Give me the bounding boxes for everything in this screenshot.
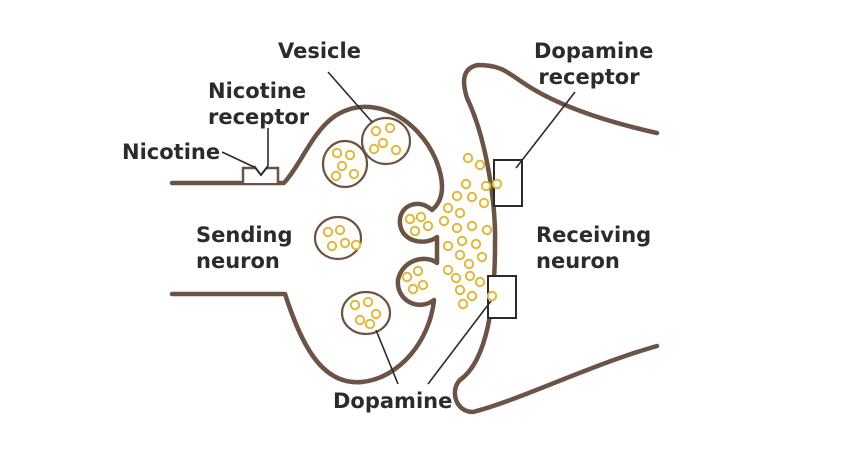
dopamine-molecule xyxy=(491,178,503,190)
label-sending-neuron-line2: neuron xyxy=(196,249,280,273)
dopamine-molecule xyxy=(463,258,475,270)
dopamine-molecule xyxy=(384,122,396,134)
label-receiving-neuron: Receiving neuron xyxy=(536,222,651,274)
dopamine-molecule xyxy=(339,237,351,249)
label-sending-neuron: Sending neuron xyxy=(196,222,293,274)
dopamine-molecule xyxy=(417,279,429,291)
dopamine-molecule xyxy=(470,238,482,250)
dopamine-molecule xyxy=(454,207,466,219)
label-dopamine-receptor-line2: receptor xyxy=(538,65,640,89)
label-vesicle: Vesicle xyxy=(278,39,361,63)
dopamine-molecule xyxy=(370,308,382,320)
dopamine-molecule xyxy=(362,296,374,308)
label-receiving-neuron-line2: neuron xyxy=(536,249,620,273)
dopamine-molecule xyxy=(481,224,493,236)
dopamine-molecule xyxy=(349,299,361,311)
dopamine-molecule xyxy=(326,240,338,252)
dopamine-molecule xyxy=(412,265,424,277)
dopamine-molecule xyxy=(377,137,389,149)
leader-dopamine-receptor xyxy=(515,91,576,169)
dopamine-molecule xyxy=(480,180,492,192)
dopamine-molecule xyxy=(451,222,463,234)
dopamine-molecule xyxy=(466,290,478,302)
dopamine-molecule xyxy=(466,220,478,232)
sending-neuron-membrane xyxy=(169,104,445,385)
dopamine-molecule xyxy=(450,272,462,284)
vesicle-1 xyxy=(360,116,412,166)
dopamine-molecule xyxy=(454,284,466,296)
leader-vesicle xyxy=(327,71,373,123)
label-dopamine: Dopamine xyxy=(333,389,453,413)
dopamine-molecule xyxy=(486,290,498,302)
dopamine-molecule xyxy=(422,220,434,232)
dopamine-molecule xyxy=(478,197,490,209)
nicotine-receptor xyxy=(241,165,280,183)
dopamine-molecule xyxy=(476,251,488,263)
dopamine-molecule xyxy=(474,276,486,288)
dopamine-molecule xyxy=(407,283,419,295)
label-nicotine: Nicotine xyxy=(122,140,221,164)
dopamine-molecule xyxy=(462,152,474,164)
vesicle-3 xyxy=(313,215,363,261)
label-sending-neuron-line1: Sending xyxy=(196,223,293,247)
dopamine-molecule xyxy=(409,225,421,237)
dopamine-molecule xyxy=(336,160,348,172)
nicotine-molecule xyxy=(253,165,269,177)
leader-nicotine xyxy=(221,151,255,168)
vesicle-4 xyxy=(340,290,392,336)
label-nicotine-receptor-line1: Nicotine xyxy=(208,79,307,103)
dopamine-molecule xyxy=(368,143,380,155)
dopamine-molecule xyxy=(344,149,356,161)
vesicle-2 xyxy=(321,139,369,189)
label-dopamine-receptor-line1: Dopamine xyxy=(534,39,654,63)
receiving-neuron-membrane xyxy=(452,62,660,415)
leader-dopamine-left xyxy=(375,329,399,385)
dopamine-molecule xyxy=(415,211,427,223)
dopamine-molecule xyxy=(454,249,466,261)
dopamine-molecule xyxy=(401,271,413,283)
label-nicotine-receptor-line2: receptor xyxy=(208,105,310,129)
dopamine-molecule xyxy=(451,190,463,202)
dopamine-molecule xyxy=(456,235,468,247)
dopamine-molecule xyxy=(474,159,486,171)
dopamine-molecule xyxy=(364,318,376,330)
label-nicotine-receptor: Nicotine receptor xyxy=(208,78,309,130)
leader-dopamine-right xyxy=(427,296,495,385)
dopamine-molecule xyxy=(442,202,454,214)
dopamine-molecule xyxy=(354,314,366,326)
dopamine-molecule xyxy=(330,170,342,182)
dopamine-molecule xyxy=(350,239,362,251)
dopamine-molecule xyxy=(370,125,382,137)
dopamine-molecule xyxy=(348,168,360,180)
dopamine-molecule xyxy=(390,144,402,156)
dopamine-molecule xyxy=(460,178,472,190)
dopamine-molecule xyxy=(438,215,450,227)
dopamine-molecule xyxy=(442,264,454,276)
label-dopamine-receptor: Dopamine receptor xyxy=(534,38,654,90)
label-receiving-neuron-line1: Receiving xyxy=(536,223,652,247)
dopamine-molecule xyxy=(457,298,469,310)
dopamine-molecule xyxy=(334,224,346,236)
dopamine-molecule xyxy=(404,213,416,225)
dopamine-molecule xyxy=(466,191,478,203)
dopamine-molecule xyxy=(322,226,334,238)
dopamine-molecule xyxy=(442,240,454,252)
dopamine-molecule xyxy=(331,147,343,159)
dopamine-molecule xyxy=(464,270,476,282)
